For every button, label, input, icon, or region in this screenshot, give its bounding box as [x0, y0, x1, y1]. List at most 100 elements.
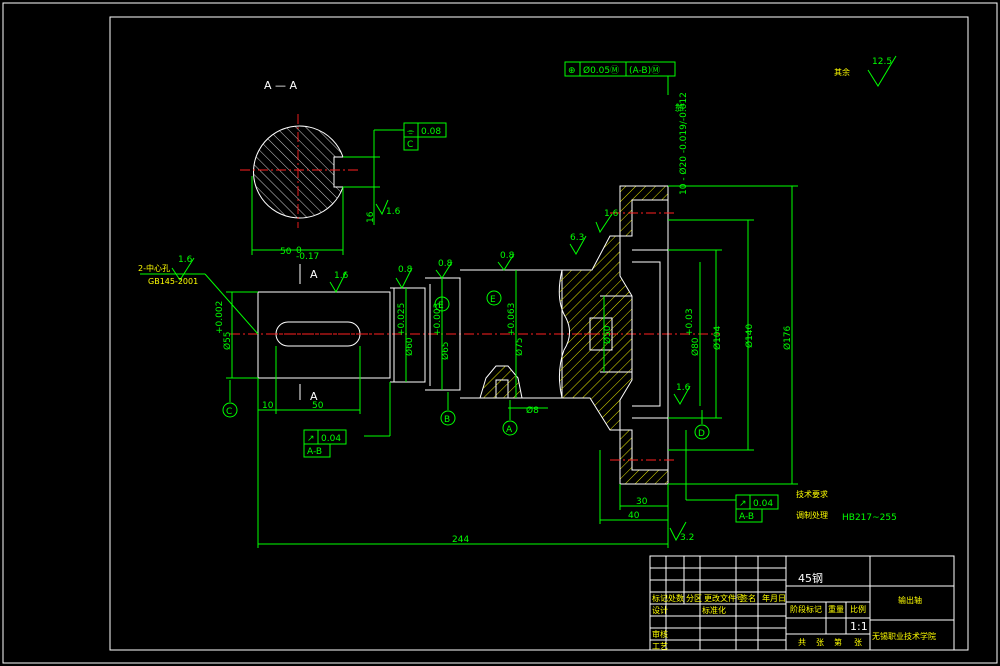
dim-d140: Ø140	[744, 323, 755, 348]
stage-label: 重量	[828, 604, 844, 614]
roughness-mark: 1.6	[386, 207, 401, 217]
note-line1: 2-中心孔	[138, 263, 170, 273]
technical-requirements: 技术要求 调制处理 HB217~255	[796, 489, 897, 523]
datum-e1: E	[438, 301, 444, 311]
roughness-mark: 1.6	[604, 209, 619, 219]
dim-l40: 40	[628, 511, 640, 521]
dim-d104: Ø104	[712, 325, 723, 350]
dim-d75-tol: +0.063	[507, 303, 517, 336]
flatness-symbol: ⌯	[407, 127, 415, 137]
tech-line: 调制处理	[796, 510, 828, 520]
dim-d80: Ø80	[690, 337, 701, 356]
section-mark-top: A	[310, 268, 318, 281]
inner-border	[109, 16, 969, 651]
roughness-symbol	[435, 261, 453, 279]
section-mark-bottom: A	[310, 390, 318, 403]
center-hole-note: 2-中心孔 GB145-2001	[138, 263, 259, 335]
datum-e2: E	[490, 295, 496, 305]
tb-row-label: 签名	[740, 593, 756, 603]
roughness-mark: 3.2	[680, 533, 694, 543]
roughness-mark: 1.6	[334, 271, 349, 281]
tb-row-label: 处数	[668, 593, 684, 603]
flange-section	[558, 235, 633, 431]
shaft-segment-d60	[390, 287, 426, 383]
shaft-segment-d55	[257, 291, 391, 379]
datum-c: C	[226, 407, 232, 417]
section-label: A — A	[264, 79, 298, 92]
runout-frame-2: ↗ 0.04 A-B	[685, 430, 779, 523]
position-datum: (A-B)Ⓜ	[629, 65, 660, 76]
roughness-mark: 1.6	[178, 255, 193, 265]
roughness-mark: 6.3	[570, 233, 584, 243]
ring-hatch-lower	[619, 429, 669, 485]
runout-value: 0.04	[753, 499, 773, 509]
roughness-symbol	[669, 521, 687, 542]
material: 45钢	[798, 572, 823, 585]
runout-datum: A-B	[307, 447, 322, 457]
section-view-aa: A — A 50 0 -0.17 16 ⌯ 0.08 C 1.6	[240, 79, 447, 262]
roughness-mark: 1.6	[676, 383, 691, 393]
dim-l30: 30	[636, 497, 648, 507]
datum-d: D	[698, 429, 705, 439]
roughness-mark: 0.8	[398, 265, 413, 275]
sheet-label: 第	[834, 637, 842, 647]
tb-left-label: 审核	[652, 629, 668, 639]
leader-line	[204, 273, 259, 335]
roughness-symbol	[673, 385, 691, 405]
tb-row-label: 更改文件号	[704, 593, 744, 603]
dim-d55-tol: +0.002	[215, 301, 225, 334]
datum-a: A	[506, 425, 513, 435]
dim-d60: Ø60	[404, 337, 415, 356]
flatness-value: 0.08	[421, 127, 441, 137]
datum-circle	[502, 420, 518, 436]
roughness-symbol	[329, 271, 347, 294]
tech-hardness: HB217~255	[842, 513, 897, 523]
datum-circle	[694, 424, 710, 440]
shaft-main-view	[230, 185, 720, 485]
stage-label: 比例	[850, 604, 866, 614]
dim-d65: Ø65	[440, 341, 451, 360]
roughness-symbol	[595, 213, 613, 234]
sheet-label: 张	[854, 638, 862, 647]
runout-datum: A-B	[739, 512, 754, 522]
inner-bore	[600, 295, 632, 373]
datum-circle	[222, 402, 238, 418]
diameter-dimensions: Ø55 +0.002 Ø60 +0.025 Ø65 +0.003 Ø75 +0.…	[215, 185, 798, 485]
roughness-symbol	[171, 257, 195, 281]
runout-frame-1: ↗ 0.04 A-B	[303, 382, 391, 458]
other-roughness: 其余 12.5	[834, 55, 897, 87]
runout-symbol: ↗	[739, 499, 747, 509]
datum-circle	[434, 296, 450, 312]
datum-b: B	[444, 415, 450, 425]
runout-datum-frame	[303, 443, 331, 458]
dim-d176: Ø176	[782, 325, 793, 350]
dim-d65-tol: +0.003	[433, 303, 443, 336]
inner-face	[632, 261, 661, 407]
position-value: Ø0.05Ⓜ	[583, 65, 619, 76]
sheet-label: 共	[798, 638, 806, 647]
dim-d80-tol: +0.03	[685, 308, 695, 336]
roughness-symbol	[395, 267, 413, 290]
position-symbol: ⊕	[568, 66, 576, 76]
roughness-symbol	[569, 235, 587, 255]
pin-hole	[495, 379, 509, 399]
key-label: 键	[674, 103, 686, 112]
roughness-mark: 0.8	[438, 259, 453, 269]
tb-left-label: 工艺	[652, 642, 668, 651]
scale-value: 1:1	[850, 620, 868, 633]
flange-body	[632, 249, 669, 419]
sheet-label: 张	[816, 638, 824, 647]
tb-left-label: 设计	[652, 605, 668, 615]
title-block-frame	[649, 555, 955, 651]
roughness-symbol	[497, 253, 515, 271]
part-name: 输出轴	[898, 595, 922, 605]
dim-l10: 10	[262, 401, 274, 411]
note-line2: GB145-2001	[148, 277, 198, 286]
runout-symbol: ↗	[307, 434, 315, 444]
section-width-tol: 0	[296, 246, 302, 256]
runout-value: 0.04	[321, 434, 341, 444]
other-value: 12.5	[872, 57, 892, 67]
dim-d50: Ø50	[602, 325, 613, 344]
